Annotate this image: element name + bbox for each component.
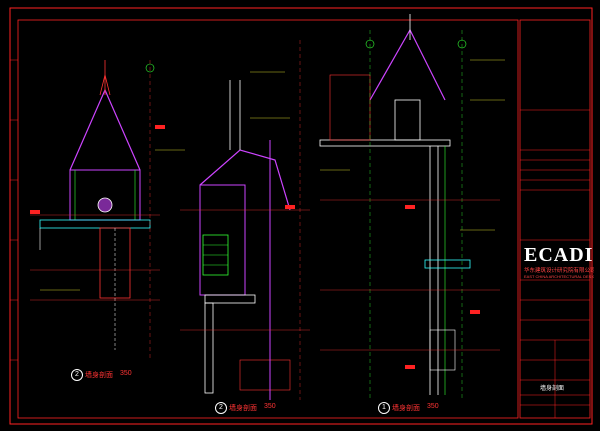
- grid-bubbles: [145, 39, 467, 73]
- company-name-cn: 华东建筑设计研究院有限公司: [524, 268, 594, 274]
- title-block-rows: [520, 109, 590, 418]
- inner-frame: [17, 19, 519, 419]
- view-scale-left: 350: [120, 370, 132, 377]
- view-label-left: 墙身剖面: [85, 372, 113, 379]
- outer-frame: [9, 7, 593, 425]
- company-name-en: EAST CHINA ARCHITECTURAL DESIGN & RESEAR…: [524, 274, 594, 279]
- drawing-title: 墙身剖面: [540, 386, 565, 392]
- view-number-middle: 2: [215, 402, 227, 414]
- company-logo: ECADI: [524, 244, 594, 266]
- view-number-right: 1: [378, 402, 390, 414]
- view-middle-section: [180, 40, 310, 400]
- view-left-section: [30, 60, 160, 360]
- view-right-section: [319, 14, 500, 400]
- view-number-left: 2: [71, 369, 83, 381]
- view-scale-middle: 350: [264, 403, 276, 410]
- view-scale-right: 350: [427, 403, 439, 410]
- view-label-middle: 墙身剖面: [229, 405, 257, 412]
- annotation-tags: [30, 125, 480, 369]
- side-ticks: [10, 59, 18, 361]
- view-label-right: 墙身剖面: [392, 405, 420, 412]
- annotation-leaders: [40, 59, 505, 291]
